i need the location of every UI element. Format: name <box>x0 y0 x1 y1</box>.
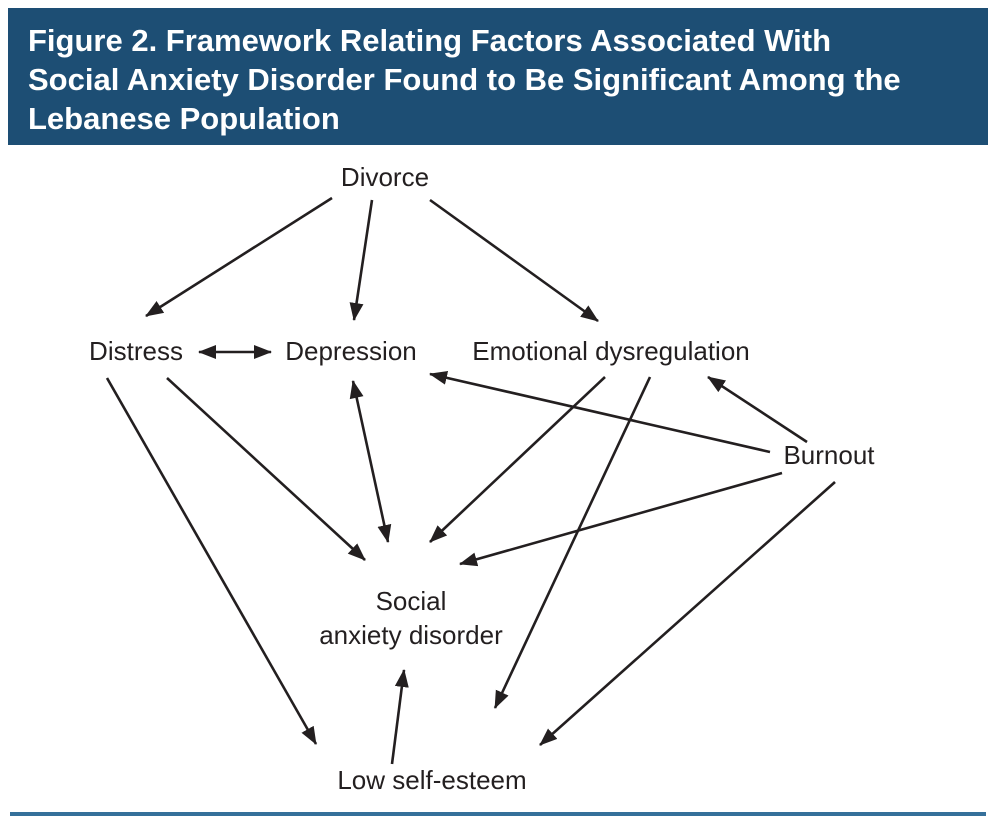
edge-emotional-dysregulation-to-low-self-esteem <box>493 376 652 709</box>
edge-distress-to-social-anxiety-disorder <box>166 377 366 561</box>
node-emotional-dysregulation: Emotional dysregulation <box>472 336 750 366</box>
edge-burnout-to-social-anxiety-disorder <box>459 471 783 567</box>
edge-burnout-to-low-self-esteem <box>539 481 836 746</box>
edge-burnout-to-emotional-dysregulation <box>707 375 808 444</box>
figure-title-line-1: Figure 2. Framework Relating Factors Ass… <box>28 23 832 58</box>
node-distress: Distress <box>89 336 183 366</box>
figure-title-line-3: Lebanese Population <box>28 101 340 136</box>
figure-title-line-2: Social Anxiety Disorder Found to Be Sign… <box>28 62 901 97</box>
edge-low-self-esteem-to-social-anxiety-disorder <box>390 669 409 765</box>
edge-divorce-to-emotional-dysregulation <box>429 198 599 323</box>
edge-depression-to-social-anxiety-disorder <box>349 380 392 543</box>
edge-distress-to-low-self-esteem <box>105 377 318 745</box>
figure-header: Figure 2. Framework Relating Factors Ass… <box>8 8 988 145</box>
node-depression: Depression <box>285 336 417 366</box>
edge-divorce-to-distress <box>145 196 333 318</box>
bottom-rule <box>10 812 986 816</box>
node-burnout: Burnout <box>783 440 875 470</box>
node-divorce: Divorce <box>341 162 429 192</box>
edge-divorce-to-depression <box>349 199 374 321</box>
figure-title: Figure 2. Framework Relating Factors Ass… <box>28 21 968 138</box>
node-low-self-esteem: Low self-esteem <box>337 765 526 795</box>
edge-burnout-to-depression <box>429 370 771 454</box>
edge-emotional-dysregulation-to-social-anxiety-disorder <box>429 376 606 543</box>
